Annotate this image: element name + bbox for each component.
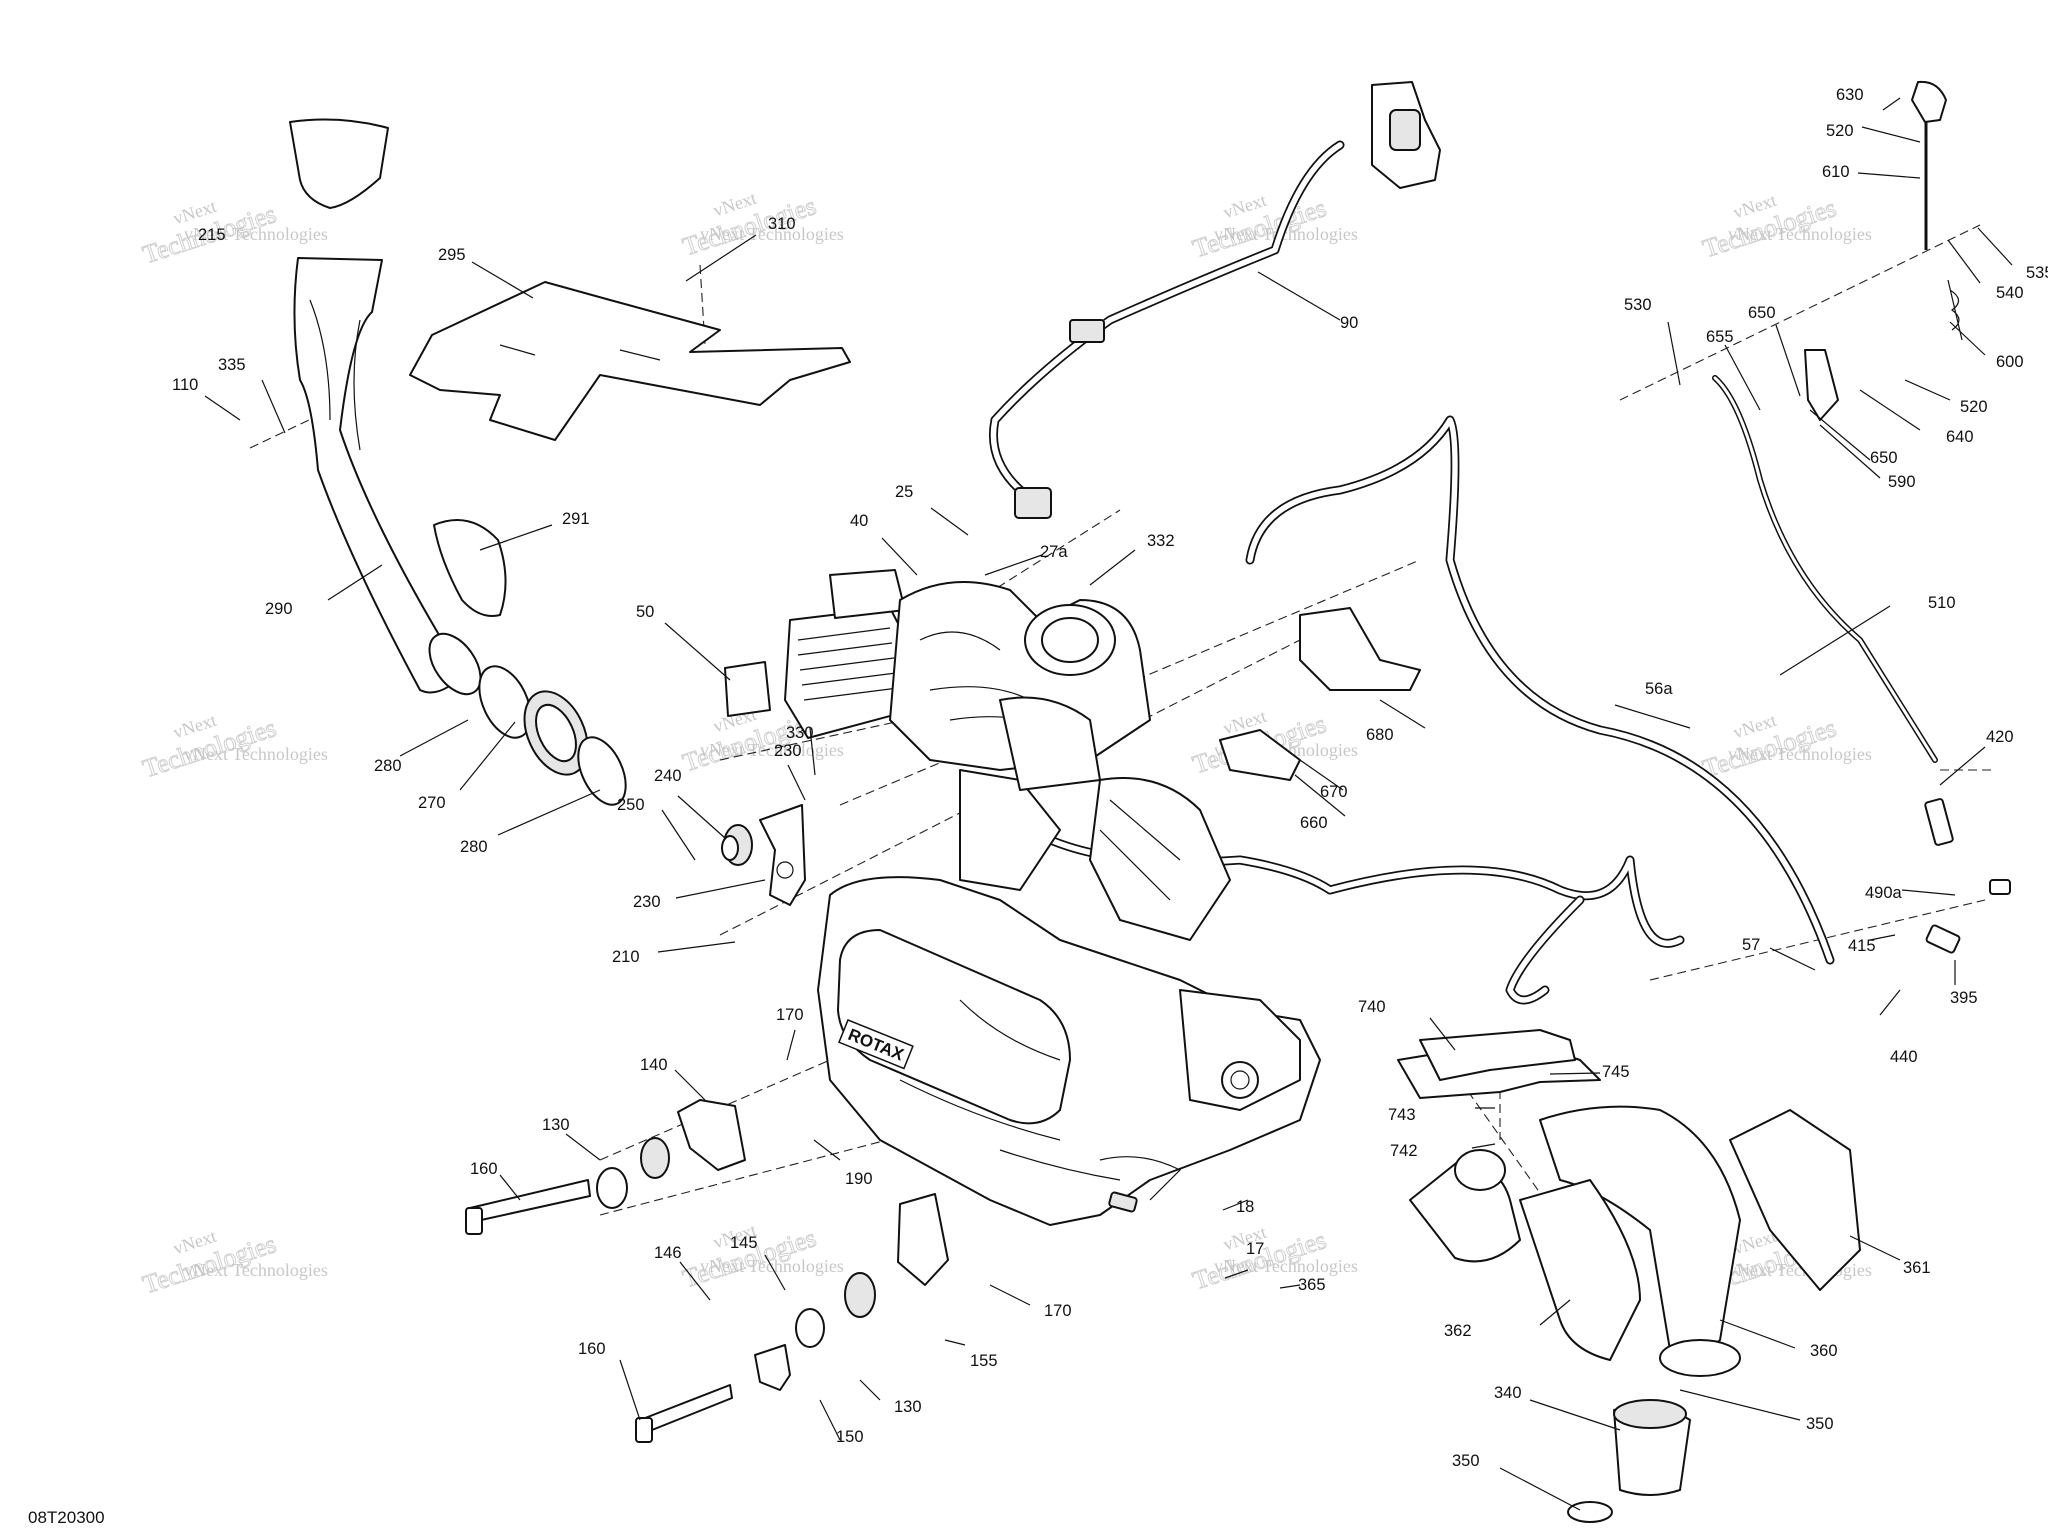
callout-415: 415 (1848, 937, 1876, 955)
engine-mount-parts (465, 804, 949, 1443)
callout-130: 130 (894, 1398, 922, 1416)
callout-350-right: 350 (1806, 1415, 1834, 1433)
intake-clamps (478, 665, 627, 806)
callout-362: 362 (1444, 1322, 1472, 1340)
engine-top (889, 581, 1231, 941)
callout-56a: 56a (1645, 680, 1673, 698)
callout-590: 590 (1888, 473, 1916, 491)
callout-190: 190 (845, 1170, 873, 1188)
watermark-text: vNext Technologies (700, 740, 844, 760)
callout-250: 250 (617, 796, 645, 814)
callout-210: 210 (612, 948, 640, 966)
callout-230-top: 230 (774, 742, 802, 760)
callout-440: 440 (1890, 1048, 1918, 1066)
leader-lines (204, 97, 2013, 1511)
engine-block: ROTAX (817, 876, 1321, 1226)
callout-90: 90 (1340, 314, 1358, 332)
drawing-code: 08T20300 (28, 1508, 105, 1527)
callout-labels: 215 310 295 335 110 291 290 280 270 280 … (172, 86, 2048, 1470)
callout-520: 520 (1960, 398, 1988, 416)
callout-365: 365 (1298, 1276, 1326, 1294)
callout-742: 742 (1390, 1142, 1418, 1160)
callout-745: 745 (1602, 1063, 1630, 1081)
callout-520-top: 520 (1826, 122, 1854, 140)
callout-27a: 27a (1040, 543, 1068, 561)
callout-600: 600 (1996, 353, 2024, 371)
callout-361: 361 (1903, 1259, 1931, 1277)
ecu-module (724, 569, 913, 739)
callout-160: 160 (578, 1340, 606, 1358)
callout-540: 540 (1996, 284, 2024, 302)
callout-155: 155 (970, 1352, 998, 1370)
mount-brackets (1219, 607, 1576, 1081)
watermark-text: vNext Technologies (184, 1260, 328, 1280)
callout-57: 57 (1742, 936, 1760, 954)
watermark-text: vNext Technologies (184, 744, 328, 764)
callout-655: 655 (1706, 328, 1734, 346)
callout-660: 660 (1300, 814, 1328, 832)
callout-25: 25 (895, 483, 913, 501)
callout-291: 291 (562, 510, 590, 528)
callout-40: 40 (850, 512, 868, 530)
callout-146: 146 (654, 1244, 682, 1262)
callout-535: 535 (2026, 264, 2048, 282)
callout-145: 145 (730, 1234, 758, 1252)
callout-140: 140 (640, 1056, 668, 1074)
callout-680: 680 (1366, 726, 1394, 744)
callout-295: 295 (438, 246, 466, 264)
callout-17: 17 (1246, 1240, 1264, 1258)
watermark-text: vNext Technologies (1728, 224, 1872, 244)
watermark-text: vNext Technologies (700, 224, 844, 244)
callout-290: 290 (265, 600, 293, 618)
callout-640: 640 (1946, 428, 1974, 446)
callout-280-top: 280 (374, 757, 402, 775)
wiring-harness (989, 81, 1441, 519)
callout-740: 740 (1358, 998, 1386, 1016)
callout-230: 230 (633, 893, 661, 911)
callout-18: 18 (1236, 1198, 1254, 1216)
watermark-text: vNext Technologies (1728, 744, 1872, 764)
callout-743: 743 (1388, 1106, 1416, 1124)
callout-310: 310 (768, 215, 796, 233)
callout-420: 420 (1986, 728, 2014, 746)
watermark-text: vNext Technologies (184, 224, 328, 244)
callout-360: 360 (1810, 1342, 1838, 1360)
callout-150: 150 (836, 1428, 864, 1446)
callout-335: 335 (218, 356, 246, 374)
callout-530: 530 (1624, 296, 1652, 314)
callout-340: 340 (1494, 1384, 1522, 1402)
callout-50: 50 (636, 603, 654, 621)
callout-510: 510 (1928, 594, 1956, 612)
callout-670: 670 (1320, 783, 1348, 801)
callout-215: 215 (198, 226, 226, 244)
callout-395: 395 (1950, 989, 1978, 1007)
callout-610: 610 (1822, 163, 1850, 181)
callout-170-top: 170 (776, 1006, 804, 1024)
shift-linkage (1712, 80, 2011, 954)
callout-240: 240 (654, 767, 682, 785)
callout-650: 650 (1870, 449, 1898, 467)
air-intake-duct (289, 118, 507, 696)
exhaust-system (1397, 1039, 1861, 1523)
heat-shield (409, 281, 851, 441)
callout-650-top: 650 (1748, 304, 1776, 322)
callout-332: 332 (1147, 532, 1175, 550)
callout-330: 330 (786, 724, 814, 742)
callout-270: 270 (418, 794, 446, 812)
callout-130-top: 130 (542, 1116, 570, 1134)
callout-170: 170 (1044, 1302, 1072, 1320)
callout-630: 630 (1836, 86, 1864, 104)
callout-350: 350 (1452, 1452, 1480, 1470)
callout-280-bottom: 280 (460, 838, 488, 856)
callout-110: 110 (172, 376, 198, 394)
watermark-text: vNext Technologies (1214, 224, 1358, 244)
watermark-text: vNext Technologies (1214, 1256, 1358, 1276)
callout-490a: 490a (1865, 884, 1903, 902)
callout-160-top: 160 (470, 1160, 498, 1178)
